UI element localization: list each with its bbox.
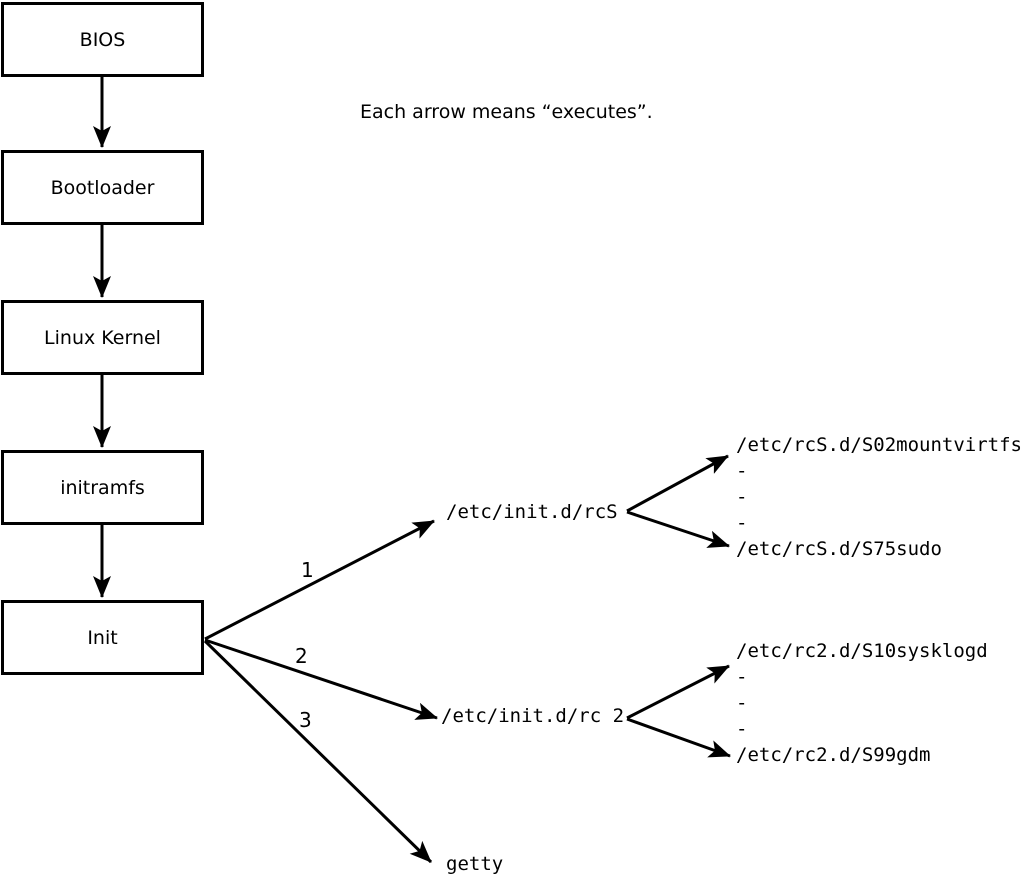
rc2-script-item: /etc/rc2.d/S10sysklogd — [736, 640, 988, 662]
rcS-script-item: - — [736, 486, 748, 508]
arrow-rcS-to-last-script — [626, 510, 730, 548]
node-linux-kernel-label: Linux Kernel — [44, 326, 161, 349]
node-init-label: Init — [87, 626, 118, 649]
node-initramfs: initramfs — [1, 450, 204, 525]
target-rc2-label: /etc/init.d/rc 2 — [441, 705, 625, 727]
node-bootloader: Bootloader — [1, 150, 204, 225]
rc2-script-item: - — [736, 666, 748, 688]
legend-note: Each arrow means “executes”. — [360, 101, 653, 123]
arrow-order-2: 2 — [295, 644, 308, 668]
rc2-script-item: - — [736, 692, 748, 714]
arrow-order-3: 3 — [299, 708, 312, 732]
arrow-init-to-getty — [203, 639, 433, 864]
rcS-script-item: /etc/rcS.d/S75sudo — [736, 538, 942, 560]
rc2-scripts-list: /etc/rc2.d/S10sysklogd - - - /etc/rc2.d/… — [736, 638, 988, 768]
node-initramfs-label: initramfs — [60, 476, 145, 499]
arrow-init-to-rc2 — [204, 638, 438, 720]
node-linux-kernel: Linux Kernel — [1, 300, 204, 375]
rcS-script-item: /etc/rcS.d/S02mountvirtfs — [736, 434, 1022, 456]
node-bios-label: BIOS — [79, 28, 126, 51]
arrow-order-1: 1 — [301, 558, 314, 582]
arrow-init-to-rcS — [204, 519, 435, 641]
node-bios: BIOS — [1, 2, 204, 77]
arrow-rc2-to-first-script — [626, 664, 730, 720]
node-bootloader-label: Bootloader — [50, 176, 155, 199]
target-rcS-label: /etc/init.d/rcS — [446, 501, 618, 523]
arrow-rcS-to-first-script — [626, 454, 729, 513]
node-init: Init — [1, 600, 204, 675]
target-getty-label: getty — [446, 853, 504, 875]
rcS-scripts-list: /etc/rcS.d/S02mountvirtfs - - - /etc/rcS… — [736, 432, 1022, 562]
rc2-script-item: /etc/rc2.d/S99gdm — [736, 744, 931, 766]
rcS-script-item: - — [736, 460, 748, 482]
arrow-rc2-to-last-script — [626, 717, 731, 758]
rcS-script-item: - — [736, 512, 748, 534]
rc2-script-item: - — [736, 718, 748, 740]
